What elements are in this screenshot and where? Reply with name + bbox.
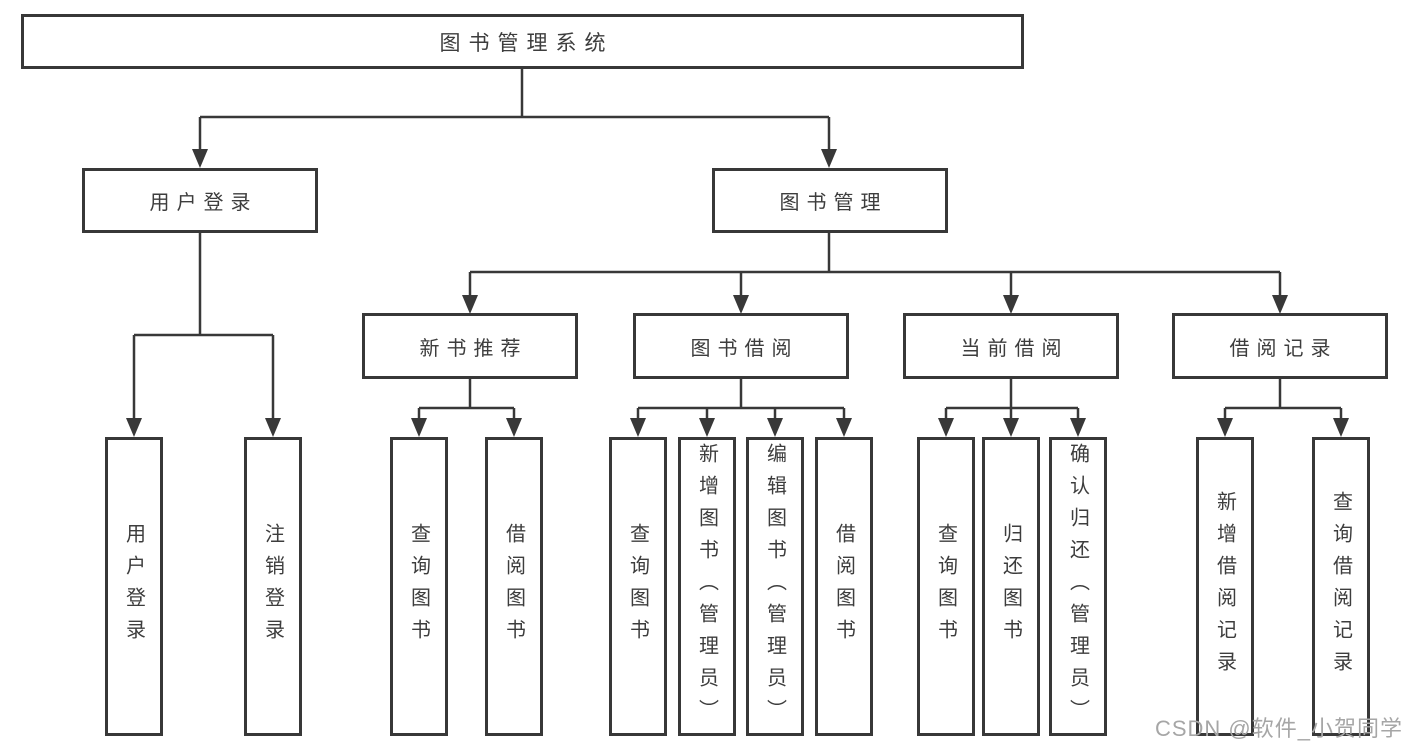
leaf-label: 用户登录 (122, 522, 145, 651)
node-new-book-recommend: 新书推荐 (362, 313, 578, 379)
leaf-edit-book-admin: 编辑图书（管理员） (746, 437, 804, 736)
leaf-add-book-admin: 新增图书（管理员） (678, 437, 736, 736)
leaf-label: 新增借阅记录 (1213, 490, 1236, 683)
node-label: 图书借阅 (690, 337, 799, 360)
node-label: 用户登录 (149, 192, 258, 214)
leaf-query-books: 查询图书 (609, 437, 667, 736)
leaf-label: 注销登录 (261, 522, 284, 651)
leaf-label: 编辑图书（管理员） (763, 442, 786, 731)
node-root-library-system: 图书管理系统 (21, 14, 1024, 69)
node-borrow-record: 借阅记录 (1172, 313, 1388, 379)
node-label: 图书管理系统 (439, 31, 614, 55)
csdn-watermark: CSDN @软件_小贺同学 (1154, 716, 1403, 741)
node-book-management: 图书管理 (712, 168, 948, 233)
leaf-query-borrow-record: 查询借阅记录 (1312, 437, 1370, 736)
leaf-label: 查询图书 (626, 522, 649, 651)
leaf-label: 借阅图书 (832, 522, 855, 651)
leaf-borrow-books: 借阅图书 (485, 437, 543, 736)
node-book-borrow: 图书借阅 (633, 313, 849, 379)
node-user-login: 用户登录 (82, 168, 318, 233)
node-label: 图书管理 (779, 192, 888, 214)
node-label: 当前借阅 (960, 337, 1069, 360)
leaf-label: 确认归还（管理员） (1066, 442, 1089, 731)
leaf-query-books: 查询图书 (390, 437, 448, 736)
leaf-label: 查询图书 (407, 522, 430, 651)
leaf-label: 归还图书 (999, 522, 1022, 651)
leaf-return-books: 归还图书 (982, 437, 1040, 736)
leaf-label: 查询图书 (934, 522, 957, 651)
leaf-confirm-return-admin: 确认归还（管理员） (1049, 437, 1107, 736)
leaf-borrow-books: 借阅图书 (815, 437, 873, 736)
node-label: 借阅记录 (1229, 337, 1338, 360)
arrowheads (126, 149, 1349, 437)
leaf-label: 借阅图书 (502, 522, 525, 651)
leaf-user-login: 用户登录 (105, 437, 163, 736)
leaf-label: 查询借阅记录 (1329, 490, 1352, 683)
node-current-borrow: 当前借阅 (903, 313, 1119, 379)
leaf-logout: 注销登录 (244, 437, 302, 736)
leaf-label: 新增图书（管理员） (695, 442, 718, 731)
leaf-query-books: 查询图书 (917, 437, 975, 736)
node-label: 新书推荐 (419, 337, 528, 360)
leaf-add-borrow-record: 新增借阅记录 (1196, 437, 1254, 736)
